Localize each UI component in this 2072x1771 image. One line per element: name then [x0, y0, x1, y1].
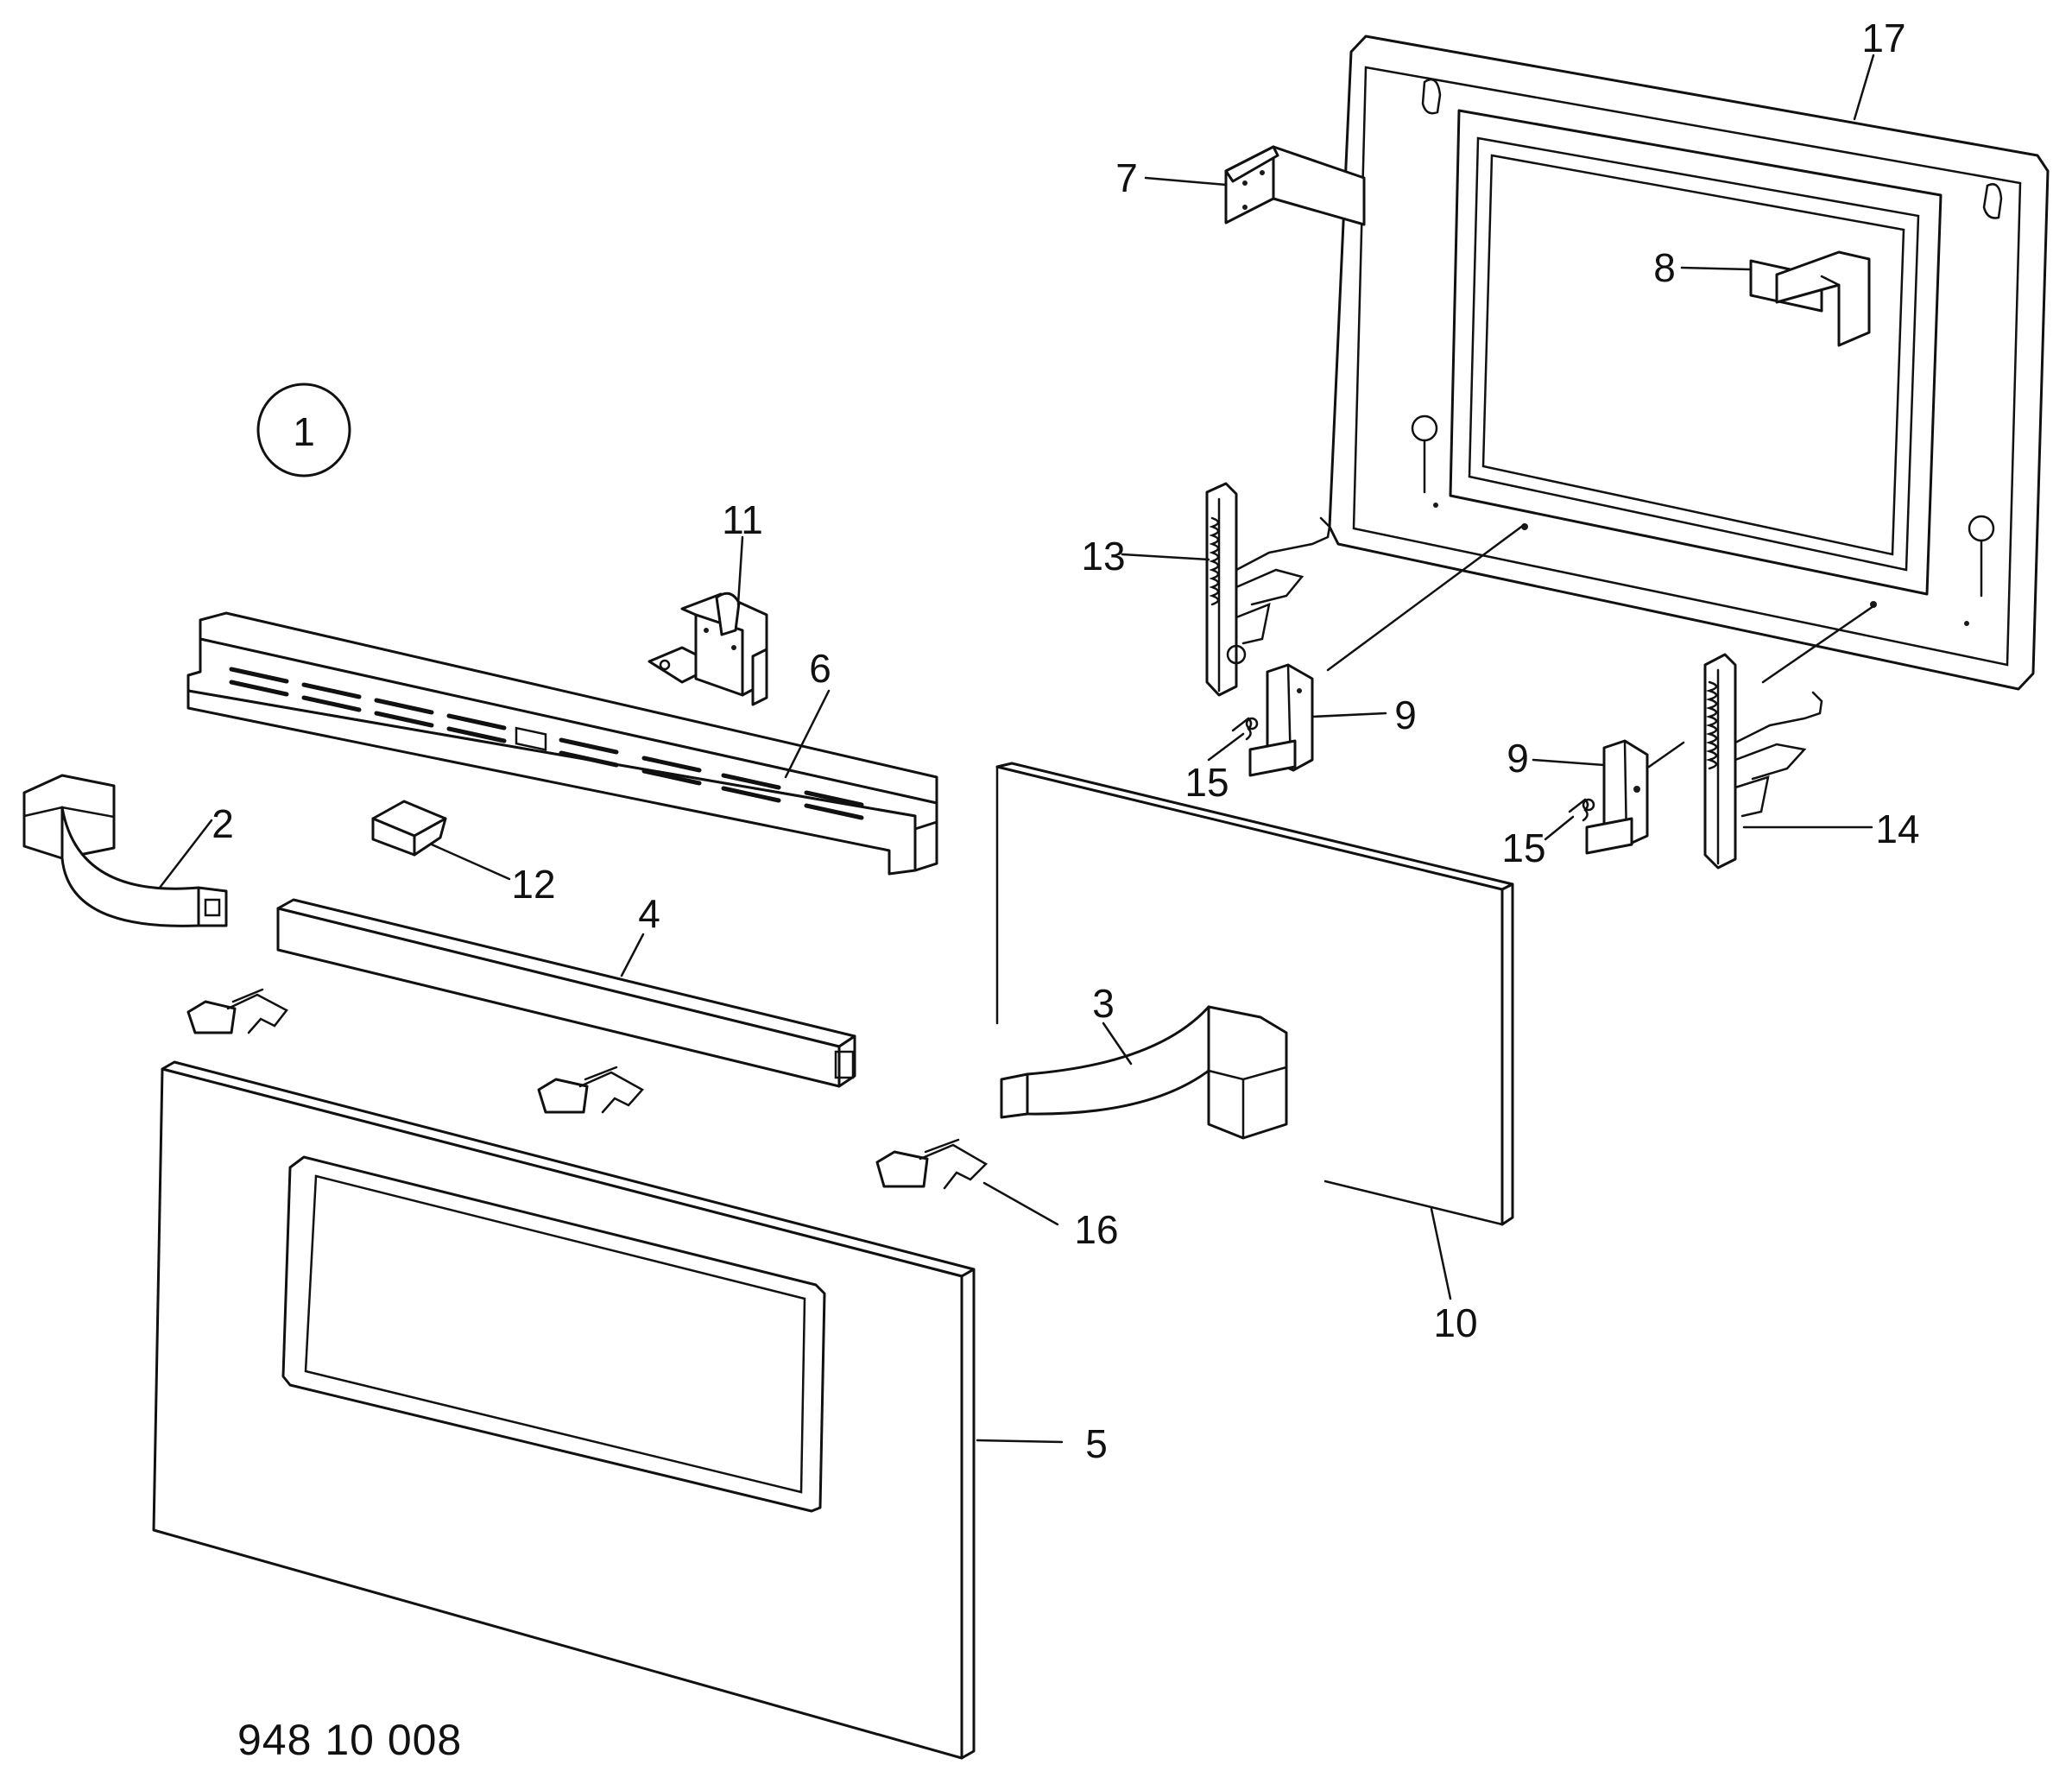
part-13-hinge-left [1205, 482, 1331, 697]
part-16-clip-1 [186, 988, 288, 1034]
vent-slots [229, 667, 864, 820]
callout-7: 7 [1115, 155, 1138, 200]
callout-10: 10 [1433, 1300, 1477, 1345]
callout-13: 13 [1081, 534, 1125, 579]
leader-lines [158, 54, 1875, 1444]
callout-12: 12 [511, 862, 555, 907]
callout-5: 5 [1085, 1421, 1108, 1466]
sheet-number: 1 [293, 409, 315, 454]
callout-17: 17 [1861, 16, 1905, 60]
part-9-bracket-left [1248, 663, 1314, 777]
callout-2: 2 [212, 801, 234, 846]
part-5-outer-door-panel [152, 1060, 976, 1760]
callout-11: 11 [722, 497, 763, 542]
sheet-marker: 1 [256, 383, 351, 478]
part-15-screw-right [1568, 798, 1595, 822]
part-16-clip-3 [875, 1138, 989, 1190]
callout-3: 3 [1092, 981, 1115, 1026]
callout-4: 4 [638, 891, 660, 936]
callout-6: 6 [809, 646, 831, 691]
part-7-hinge-bracket [1224, 145, 1366, 226]
part-17-inner-door-frame [1328, 35, 2050, 691]
callout-9-left: 9 [1394, 693, 1417, 737]
part-14-hinge-right [1703, 653, 1823, 870]
part-15-screw-left [1231, 717, 1259, 741]
callout-9-right: 9 [1507, 736, 1529, 781]
part-11-lock-mechanism [648, 591, 768, 706]
callout-8: 8 [1653, 245, 1676, 290]
drawing-code: 948 10 008 [237, 1716, 462, 1764]
part-6-vented-top-rail [186, 611, 938, 876]
callout-16: 16 [1074, 1207, 1118, 1252]
callout-14: 14 [1875, 806, 1919, 851]
part-9-bracket-right [1585, 739, 1649, 855]
part-8-bracket [1749, 250, 1871, 347]
part-4-handle-bar [276, 898, 856, 1088]
callout-15-left: 15 [1184, 760, 1229, 805]
part-16-clip-2 [537, 1066, 644, 1114]
part-2-handle-end-cap-left [22, 774, 228, 927]
callout-labels: 7 8 17 13 11 6 9 15 9 15 14 2 12 4 3 16 … [212, 16, 1919, 1466]
part-3-handle-end-cap-right [1000, 1005, 1288, 1140]
part-10-glass-panel [995, 762, 1514, 1226]
callout-15-right: 15 [1501, 825, 1545, 870]
part-12-cap [371, 800, 447, 857]
